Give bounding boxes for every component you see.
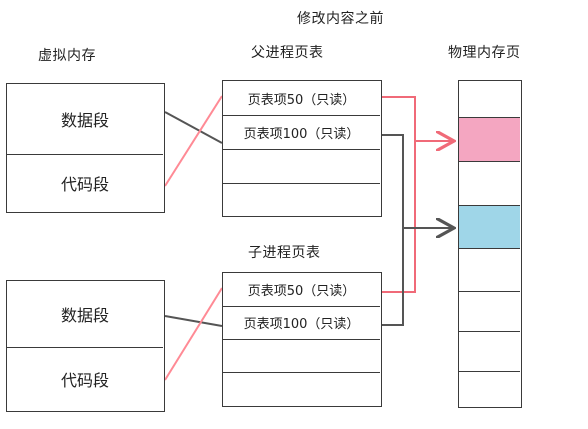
row-divider (223, 306, 380, 307)
parent-entry-empty (223, 149, 380, 183)
physical-frame-highlighted (459, 117, 520, 161)
child-entry-empty (223, 372, 380, 406)
parent-entry-50: 页表项50（只读） (247, 92, 356, 108)
parent-entry-100: 页表项100（只读） (243, 126, 360, 142)
row-divider (223, 372, 380, 373)
child-entry100-arrow (382, 228, 404, 326)
child-virtual-memory: 数据段 代码段 (6, 280, 165, 412)
child-page-table: 页表项50（只读） 页表项100（只读） (222, 272, 382, 407)
row-divider (223, 339, 380, 340)
child-entry50-arrow (382, 141, 416, 293)
parent-virtual-memory: 数据段 代码段 (6, 83, 165, 213)
row-divider (223, 115, 380, 116)
physical-frame (459, 371, 520, 407)
parent-code-segment-link (164, 95, 223, 187)
physical-frame (459, 81, 520, 117)
parent-entry100-arrow (382, 134, 452, 228)
physical-frame (459, 291, 520, 331)
row-divider (223, 149, 380, 150)
child-entry-50: 页表项50（只读） (247, 284, 356, 299)
physical-frame (459, 331, 520, 371)
physical-frame (459, 161, 520, 205)
child-code-segment: 代码段 (60, 371, 109, 390)
diagram-heading: 修改内容之前 (297, 11, 384, 27)
parent-entry-empty (223, 183, 380, 216)
parent-data-segment: 数据段 (60, 111, 109, 130)
physical-frame (459, 248, 520, 291)
physical-frame-highlighted (459, 205, 520, 248)
child-data-segment: 数据段 (60, 306, 109, 325)
parent-page-table: 页表项50（只读） 页表项100（只读） (222, 80, 382, 217)
physical-memory (458, 80, 522, 408)
physical-memory-title: 物理内存页 (448, 45, 521, 61)
row-divider (223, 183, 380, 184)
child-data-segment-link (164, 315, 223, 327)
parent-code-segment: 代码段 (60, 175, 109, 194)
child-entry-100: 页表项100（只读） (243, 317, 360, 332)
parent-page-table-title: 父进程页表 (251, 45, 324, 61)
parent-data-segment-link (164, 111, 223, 144)
segment-divider (7, 347, 163, 348)
parent-entry50-arrow (382, 96, 452, 141)
child-page-table-title: 子进程页表 (248, 245, 321, 261)
child-code-segment-link (164, 287, 223, 381)
virtual-memory-title: 虚拟内存 (38, 48, 96, 64)
child-entry-empty (223, 339, 380, 372)
segment-divider (7, 154, 163, 155)
